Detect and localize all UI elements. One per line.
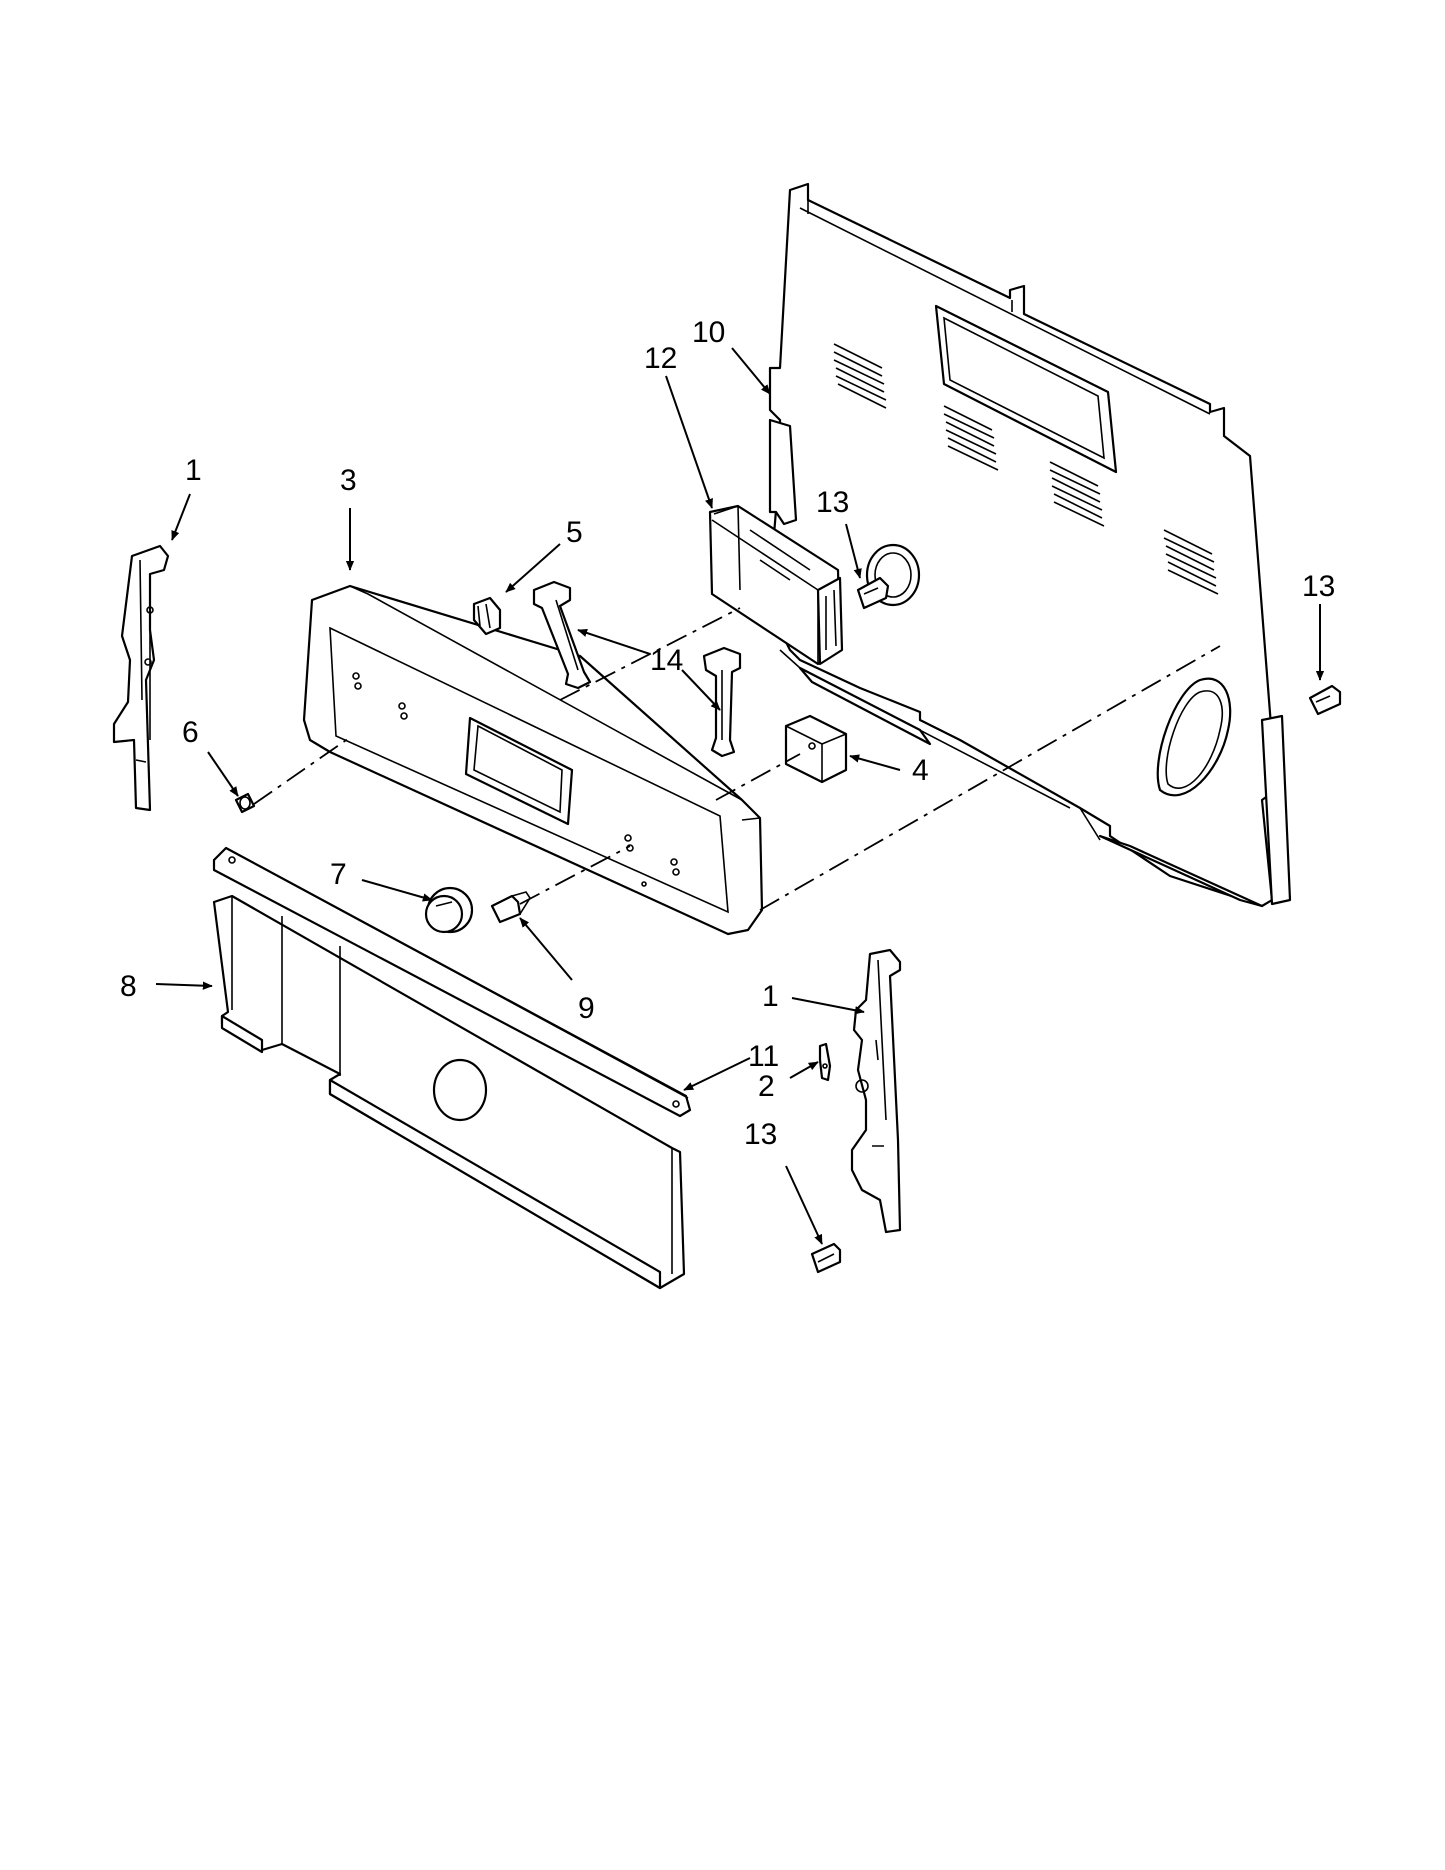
callout-1-right: 1 xyxy=(762,980,779,1013)
callout-11: 11 xyxy=(748,1040,779,1073)
part-4-box xyxy=(784,714,848,784)
part-13-screw-bottom xyxy=(810,1242,842,1274)
part-11-trim-strip xyxy=(212,846,692,1118)
part-1-right-side-trim xyxy=(850,948,902,1234)
callout-9: 9 xyxy=(578,992,595,1025)
part-12-control-board xyxy=(708,504,844,666)
callout-8: 8 xyxy=(120,970,137,1003)
part-13-screw-right xyxy=(1308,684,1342,716)
part-6-screw xyxy=(234,792,256,814)
part-13-screw-top xyxy=(856,576,890,610)
callout-1-left: 1 xyxy=(185,454,202,487)
part-7-knob xyxy=(424,886,474,934)
callout-14: 14 xyxy=(650,644,683,677)
callout-13-right: 13 xyxy=(1302,570,1335,603)
callout-7: 7 xyxy=(330,858,347,891)
leader-arrows xyxy=(155,347,1325,1245)
part-14-bracket-left xyxy=(532,580,592,690)
part-2-clip xyxy=(818,1042,832,1082)
callout-6: 6 xyxy=(182,716,199,749)
part-3-control-panel xyxy=(302,584,764,936)
callout-labels: 1 3 5 6 10 12 13 14 13 4 7 8 9 1 11 2 13 xyxy=(120,316,1335,1151)
callout-2: 2 xyxy=(758,1070,775,1103)
part-9-screw xyxy=(490,891,531,924)
part-8-lower-panel xyxy=(212,894,686,1290)
callout-13-top: 13 xyxy=(816,486,849,519)
callout-4: 4 xyxy=(912,754,929,787)
part-1-left-side-trim xyxy=(112,544,170,812)
part-14-bracket-right xyxy=(702,646,742,758)
callout-10: 10 xyxy=(692,316,725,349)
callout-3: 3 xyxy=(340,464,357,497)
callout-12: 12 xyxy=(644,342,677,375)
callout-5: 5 xyxy=(566,516,583,549)
part-5-switch xyxy=(472,596,502,636)
part-10-rear-panel xyxy=(768,182,1292,908)
callout-13-bottom: 13 xyxy=(744,1118,777,1151)
